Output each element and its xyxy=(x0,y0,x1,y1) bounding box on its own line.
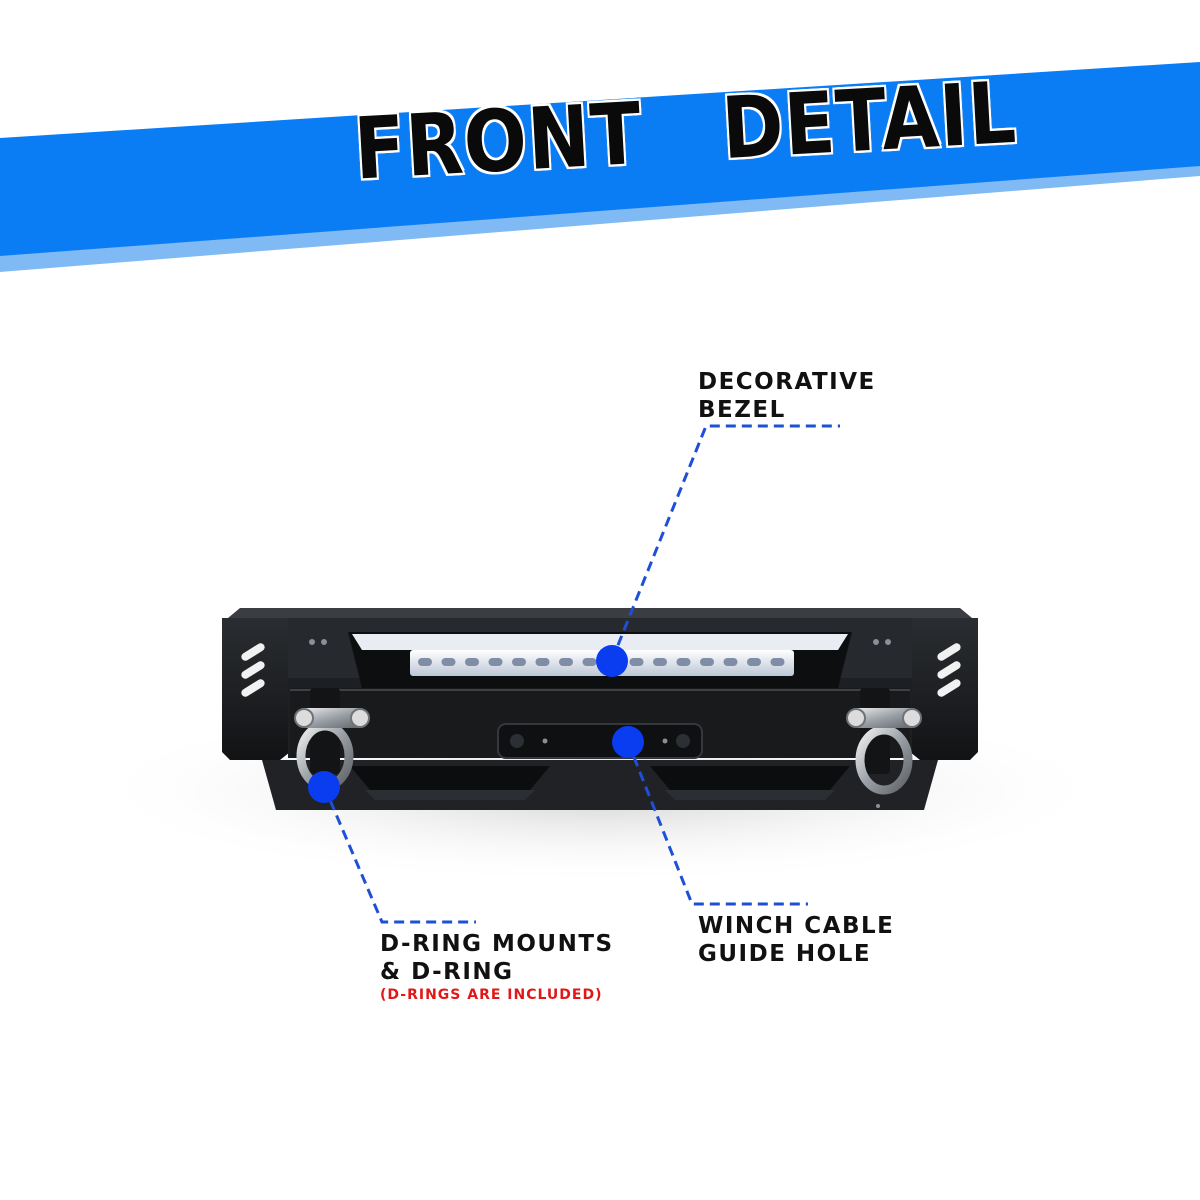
led-segment xyxy=(488,658,503,666)
dring-label-line1: D-RING MOUNTS xyxy=(380,931,614,957)
dring-label: D-RING MOUNTS & D-RING xyxy=(380,930,614,986)
led-row xyxy=(418,658,785,666)
bezel-label-line1: DECORATIVE xyxy=(698,369,876,395)
led-segment xyxy=(700,658,714,666)
d-ring-shackle-icon xyxy=(294,708,370,791)
bezel-label-line2: BEZEL xyxy=(698,397,786,423)
winch-label: WINCH CABLE GUIDE HOLE xyxy=(698,912,894,968)
led-segment xyxy=(582,658,597,666)
led-segment xyxy=(512,658,526,666)
vent-slot-icon xyxy=(241,643,961,697)
dring-label-line2: & D-RING xyxy=(380,959,514,985)
led-segment xyxy=(441,658,456,666)
title-banner xyxy=(0,62,1200,272)
winch-plate xyxy=(497,723,703,759)
led-segment xyxy=(653,658,667,666)
winch-label-line2: GUIDE HOLE xyxy=(698,941,872,967)
led-segment xyxy=(770,658,785,666)
dring-leader xyxy=(322,785,476,924)
led-segment xyxy=(723,658,738,666)
bezel-label: DECORATIVE BEZEL xyxy=(698,368,876,424)
led-segment xyxy=(418,658,432,666)
bezel-marker-icon xyxy=(596,645,628,677)
winch-label-line1: WINCH CABLE xyxy=(698,913,895,939)
winch-marker-icon xyxy=(612,726,644,758)
dring-included-note: (D-RINGS ARE INCLUDED) xyxy=(380,987,603,1003)
led-segment xyxy=(535,658,550,666)
led-segment xyxy=(747,658,761,666)
led-segment xyxy=(465,658,479,666)
led-segment xyxy=(559,658,573,666)
dring-marker-icon xyxy=(308,771,340,803)
led-segment xyxy=(629,658,644,666)
bezel-leader xyxy=(610,424,840,661)
leader-lines xyxy=(322,424,840,924)
led-segment xyxy=(676,658,691,666)
d-ring-shackle-icon xyxy=(846,708,922,795)
